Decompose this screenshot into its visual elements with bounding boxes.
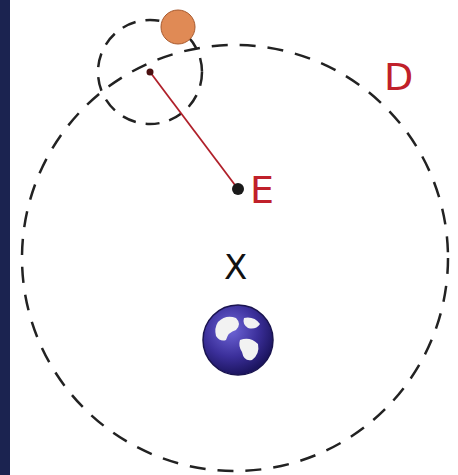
center-mark: X [224,250,247,284]
epicycle-center [147,69,154,76]
equant-point [232,183,244,195]
deferent-circle [22,45,448,471]
earth-symbol [203,305,273,375]
radius-line [150,72,238,189]
planet [161,10,195,44]
equant-label: E [250,171,274,209]
deferent-label: D [384,58,413,96]
side-strip [0,0,10,475]
